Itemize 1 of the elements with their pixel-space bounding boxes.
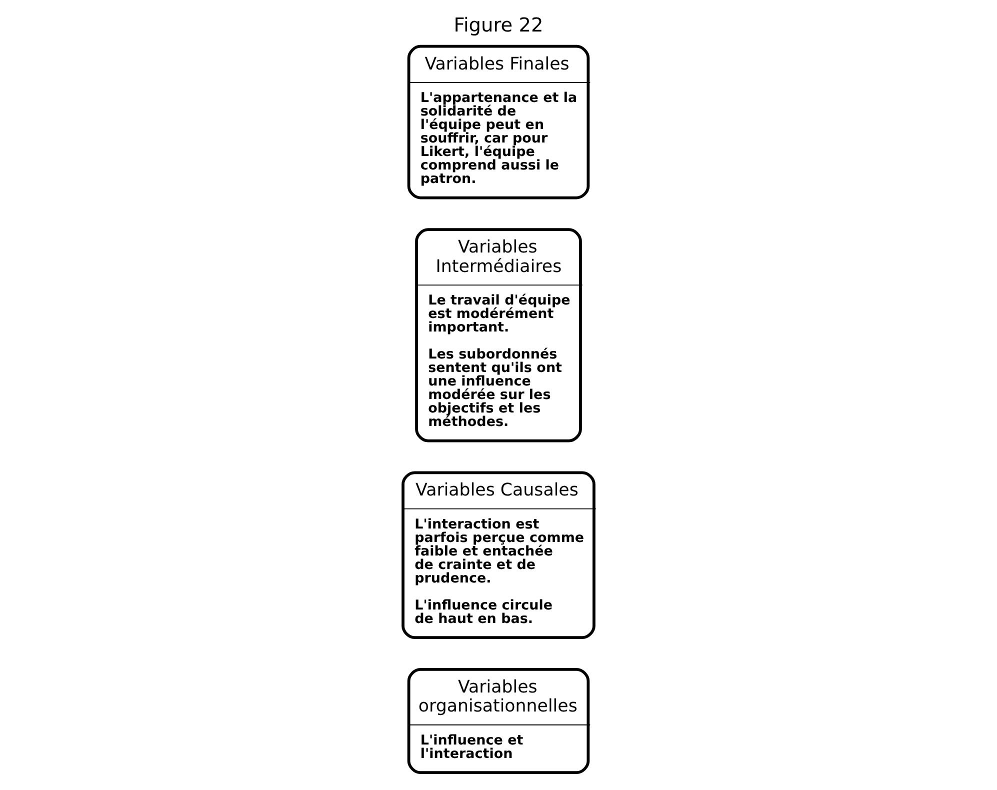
diagram-title: Figure 22 <box>454 13 544 36</box>
